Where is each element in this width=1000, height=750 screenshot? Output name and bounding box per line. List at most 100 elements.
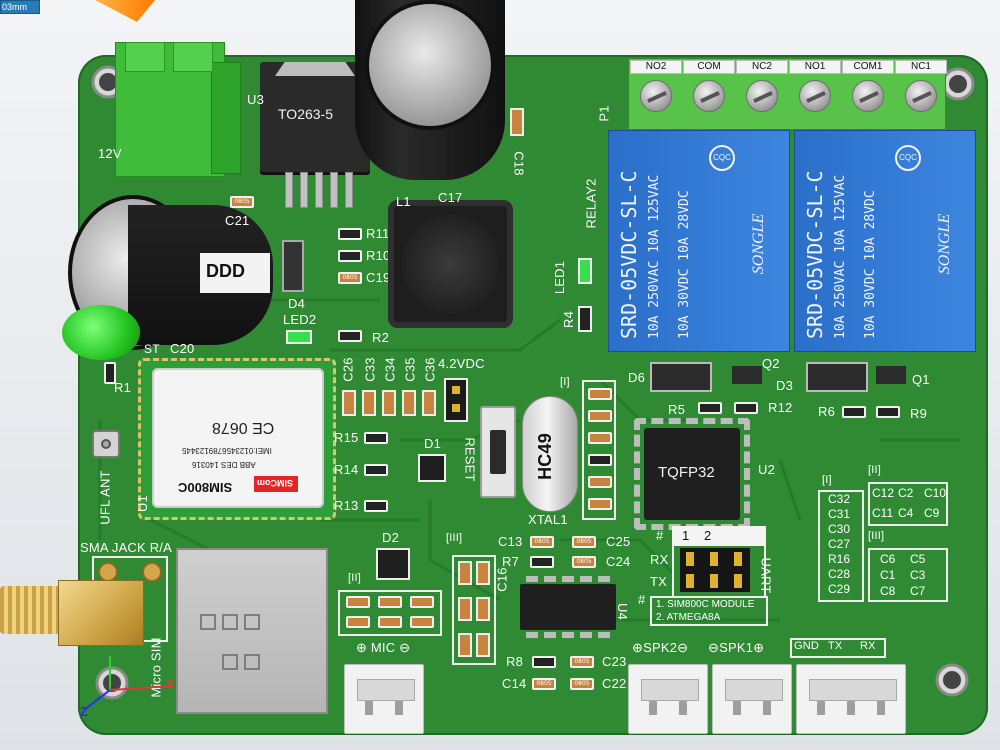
label-r10: R10: [366, 248, 391, 263]
sim-brand: SIM800C: [178, 480, 233, 495]
label-c23: C23: [602, 654, 627, 669]
label-two: 2: [704, 528, 712, 543]
legend-item: C12: [872, 486, 895, 500]
label-p1: P1: [596, 105, 612, 122]
smd-c21: 0805: [230, 196, 254, 208]
legend-item: C8: [880, 584, 896, 598]
label-r9: R9: [910, 406, 928, 421]
smd-r12: [734, 402, 758, 414]
terminal-label: NO1: [789, 60, 841, 74]
transistor-q1: [876, 366, 906, 384]
label-d4: D4: [288, 296, 306, 311]
terminal-label: COM1: [842, 60, 894, 74]
cap-block-ii: [338, 590, 442, 636]
legend-item: C6: [880, 552, 896, 566]
terminal-screw[interactable]: [746, 80, 778, 112]
micro-sim-holder[interactable]: [176, 548, 328, 714]
smd-r13: [364, 500, 388, 512]
inductor-l1: [388, 200, 513, 328]
label-hash-1: #: [656, 528, 664, 543]
smd-c13: 0805: [530, 536, 554, 548]
label-u3: U3: [247, 92, 265, 107]
relay-brand: SONGLE: [750, 213, 768, 275]
label-q1: Q1: [912, 372, 930, 387]
label-c19: C19: [366, 270, 391, 285]
terminal-screw[interactable]: [852, 80, 884, 112]
relay-text-line: SRD-05VDC-SL-C: [617, 170, 641, 339]
legend-item: C4: [898, 506, 914, 520]
label-spk2: ⊕SPK2⊖: [632, 640, 689, 655]
ufl-antenna-connector: [92, 430, 120, 458]
legend-item: C9: [924, 506, 940, 520]
label-d6: D6: [628, 370, 646, 385]
legend-group-2-title: [II]: [868, 464, 882, 476]
label-c18: C18: [511, 151, 527, 176]
relay-text-line: 10A 30VDC 10A 28VDC: [863, 190, 878, 339]
label-4-2vdc: 4.2VDC: [438, 356, 485, 371]
regulator-text: TO263-5: [278, 106, 333, 122]
smd-r15: [364, 432, 388, 444]
uart-pin-header[interactable]: [680, 548, 750, 592]
smd-c23: 0805: [570, 656, 594, 668]
sim-ce-mark: CE 0678: [212, 419, 275, 436]
serial-connector[interactable]: [796, 664, 906, 734]
legend-item: C11: [872, 506, 894, 520]
terminal-label: NC2: [736, 60, 788, 74]
select-line-2: 2. ATMEGA8A: [656, 612, 721, 623]
transistor-q2: [732, 366, 762, 384]
cap-column-c16: [452, 555, 496, 665]
legend-item: C32: [828, 492, 851, 506]
label-bracket-ii: [II]: [348, 572, 362, 584]
smd-c19: 0805: [338, 272, 362, 284]
label-sma-jack: SMA JACK R/A: [80, 540, 172, 555]
label-gnd: GND: [794, 640, 820, 652]
mcu-u2: TQFP32: [644, 428, 740, 520]
sim-logo: SIMCom: [257, 478, 293, 488]
legend-item: C10: [924, 486, 947, 500]
legend-item: C2: [898, 486, 914, 500]
smd-r5: [698, 402, 722, 414]
mic-connector[interactable]: [344, 664, 424, 734]
label-one: 1: [682, 528, 690, 543]
smd-r6: [842, 406, 866, 418]
label-u1: U1: [135, 494, 151, 513]
label-c36: C36: [422, 357, 438, 382]
label-bracket-i: [I]: [560, 376, 570, 388]
uart-header-top: [672, 526, 766, 546]
label-c34: C34: [382, 357, 398, 382]
terminal-screw[interactable]: [693, 80, 725, 112]
label-d1: D1: [424, 436, 442, 451]
spk2-connector[interactable]: [628, 664, 708, 734]
axis-z-label: Z: [80, 704, 89, 719]
legend-item: C29: [828, 582, 851, 596]
terminal-screw[interactable]: [905, 80, 937, 112]
label-r7: R7: [502, 554, 520, 569]
label-u2: U2: [758, 462, 776, 477]
cap-stripe-text: DDD: [206, 261, 245, 281]
label-c24: C24: [606, 554, 631, 569]
ic-u4: [520, 576, 616, 638]
reset-button[interactable]: [480, 406, 516, 498]
label-c16: C16: [494, 567, 510, 592]
scale-badge-text: 03mm: [2, 2, 28, 12]
smd-r14: [364, 464, 388, 476]
terminal-screw[interactable]: [640, 80, 672, 112]
label-r4: R4: [561, 310, 577, 329]
label-mic: ⊕ MIC ⊖: [356, 640, 411, 655]
label-tx-hdr: TX: [650, 574, 668, 589]
diode-d1: [418, 454, 446, 482]
label-q2: Q2: [762, 356, 780, 371]
spk1-connector[interactable]: [712, 664, 792, 734]
serial-label-box: [790, 638, 886, 658]
label-c21: C21: [225, 213, 250, 228]
label-d2: D2: [382, 530, 400, 545]
label-c35: C35: [402, 357, 418, 382]
terminal-screw[interactable]: [799, 80, 831, 112]
mcu-text: TQFP32: [658, 464, 715, 481]
label-c17: C17: [438, 190, 463, 205]
diode-d4: [282, 240, 304, 292]
label-u4: U4: [615, 602, 631, 621]
